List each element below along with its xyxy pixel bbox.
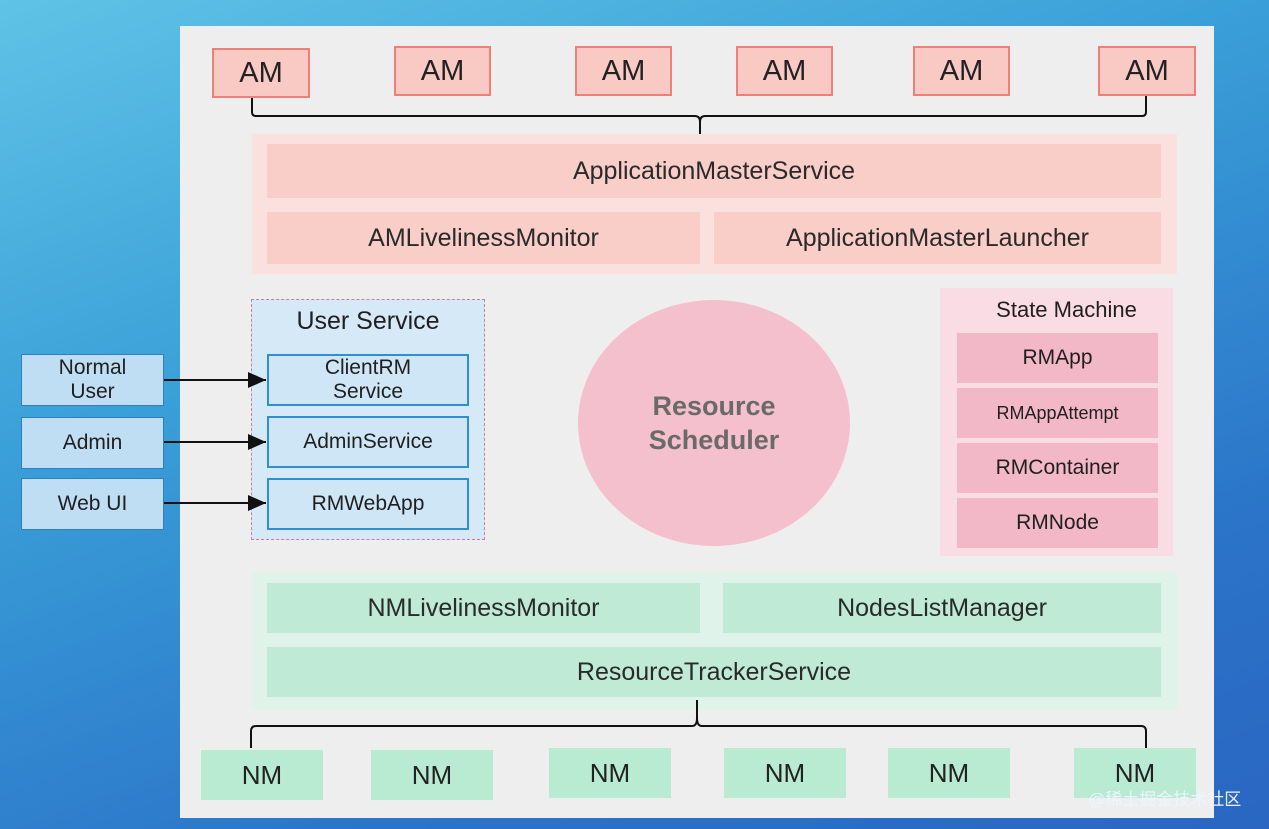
application-master-service: ApplicationMasterService	[267, 144, 1161, 198]
application-master-launcher: ApplicationMasterLauncher	[714, 212, 1161, 264]
resource-tracker-service: ResourceTrackerService	[267, 647, 1161, 697]
client-rm-service: ClientRM Service	[267, 354, 469, 406]
am-node: AM	[394, 46, 491, 96]
admin-service: AdminService	[267, 416, 469, 468]
nm-liveliness-monitor: NMLivelinessMonitor	[267, 583, 700, 633]
am-bracket	[251, 96, 1147, 134]
am-node: AM	[913, 46, 1010, 96]
nm-bracket	[250, 700, 1147, 748]
am-liveliness-monitor: AMLivelinessMonitor	[267, 212, 700, 264]
nm-node: NM	[724, 748, 846, 798]
nm-node: NM	[549, 748, 671, 798]
am-node: AM	[1098, 46, 1196, 96]
am-node: AM	[736, 46, 833, 96]
rm-app-attempt: RMAppAttempt	[957, 388, 1158, 438]
nm-node: NM	[1074, 748, 1196, 798]
am-node: AM	[575, 46, 672, 96]
client-web-ui: Web UI	[21, 478, 164, 530]
client-admin: Admin	[21, 417, 164, 469]
nm-node: NM	[201, 750, 323, 800]
rm-app: RMApp	[957, 333, 1158, 383]
am-node: AM	[212, 48, 310, 98]
rm-node: RMNode	[957, 498, 1158, 548]
watermark: @稀土掘金技术社区	[1088, 790, 1242, 809]
rm-web-app: RMWebApp	[267, 478, 469, 530]
nodes-list-manager: NodesListManager	[723, 583, 1161, 633]
nm-node: NM	[371, 750, 493, 800]
client-normal-user: Normal User	[21, 354, 164, 406]
user-service-title: User Service	[296, 307, 440, 335]
resource-scheduler: Resource Scheduler	[578, 300, 850, 546]
state-machine-title: State Machine	[996, 297, 1137, 322]
nm-node: NM	[888, 748, 1010, 798]
rm-container: RMContainer	[957, 443, 1158, 493]
